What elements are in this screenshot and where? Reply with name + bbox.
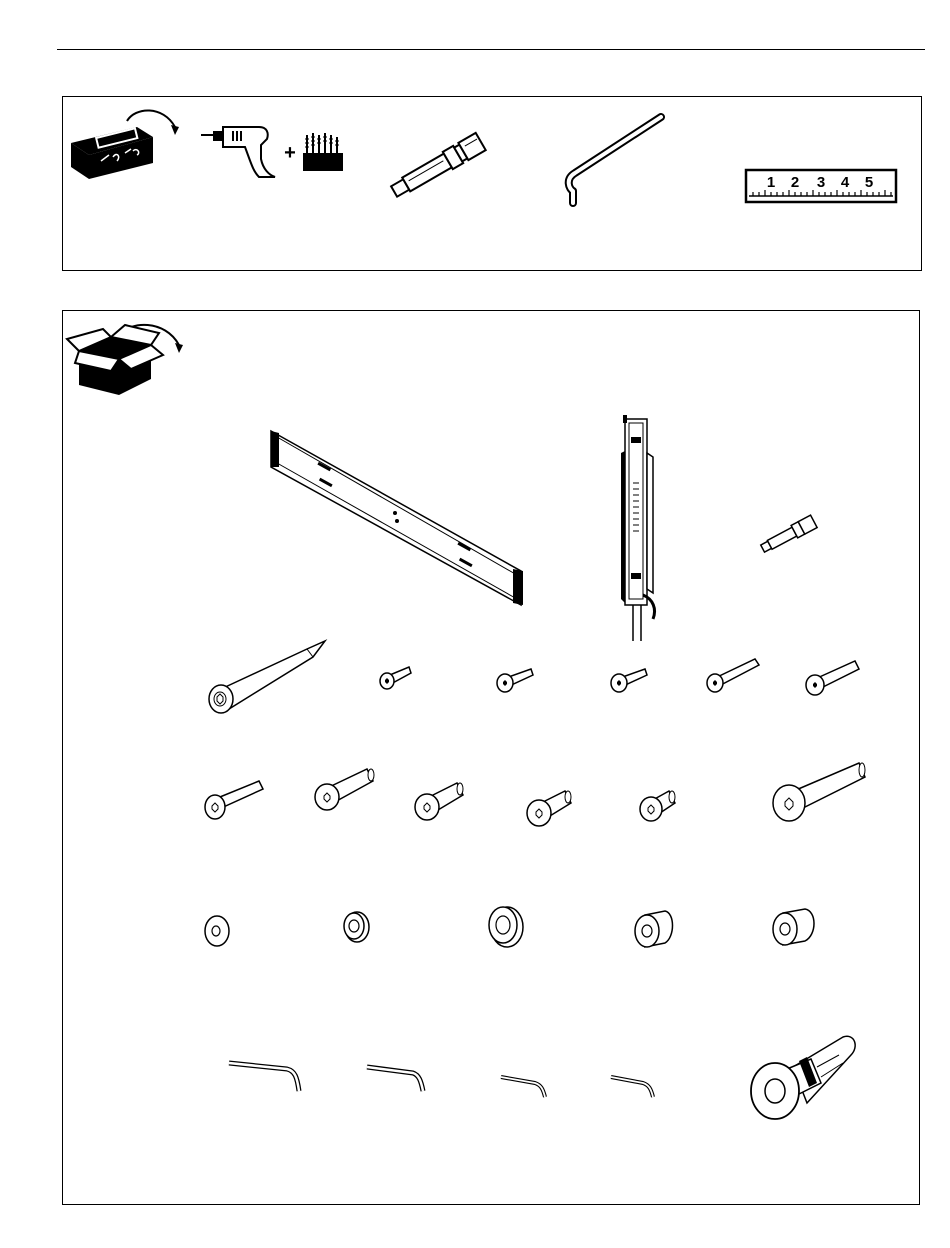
allen-key-small — [497, 1071, 553, 1101]
drill-bits-icon — [303, 131, 343, 171]
allen-wrench-icon — [561, 111, 671, 211]
mount-arm — [613, 413, 667, 643]
svg-text:+: + — [284, 142, 296, 164]
ruler-number-4: 4 — [841, 174, 850, 191]
ruler-number-1: 1 — [767, 174, 775, 191]
wall-plate — [267, 427, 537, 607]
ruler-icon: 1 2 3 4 5 — [745, 169, 897, 203]
open-box-icon — [67, 315, 189, 399]
screw-m5-short — [491, 657, 541, 697]
washer-lock — [339, 907, 373, 947]
screw-m8-stub — [523, 781, 579, 831]
allen-key-medium — [363, 1059, 433, 1095]
allen-key-large — [223, 1055, 309, 1095]
screw-m6-short — [605, 657, 655, 697]
ruler-number-2: 2 — [791, 174, 799, 191]
ruler-number-3: 3 — [817, 174, 825, 191]
washer-large — [483, 903, 527, 951]
spacer-short — [631, 907, 679, 951]
lag-bolt — [201, 637, 331, 721]
wall-anchor — [747, 1027, 863, 1127]
screw-m6-long — [199, 773, 269, 825]
drill-icon — [201, 121, 285, 179]
screw-m8-medium — [311, 763, 379, 819]
toolbox-icon — [67, 99, 187, 183]
screw-m8-extra-long — [767, 757, 871, 829]
hex-bit — [755, 509, 825, 559]
washer-small — [201, 911, 233, 951]
plus-sign: + — [281, 141, 299, 165]
screw-m4-short — [375, 657, 419, 693]
screw-m8-tiny — [637, 779, 685, 827]
spacer-long — [769, 905, 819, 949]
parts-included-panel — [62, 310, 920, 1205]
screw-m4-long — [701, 651, 765, 697]
header-rule — [57, 49, 925, 50]
screw-m5-long — [801, 653, 865, 701]
hex-bit-icon — [385, 135, 495, 195]
ruler-number-5: 5 — [865, 174, 873, 191]
tools-required-panel: + 1 2 3 4 — [62, 96, 922, 271]
screw-m8-short — [411, 773, 471, 827]
allen-key-tiny — [607, 1071, 663, 1101]
